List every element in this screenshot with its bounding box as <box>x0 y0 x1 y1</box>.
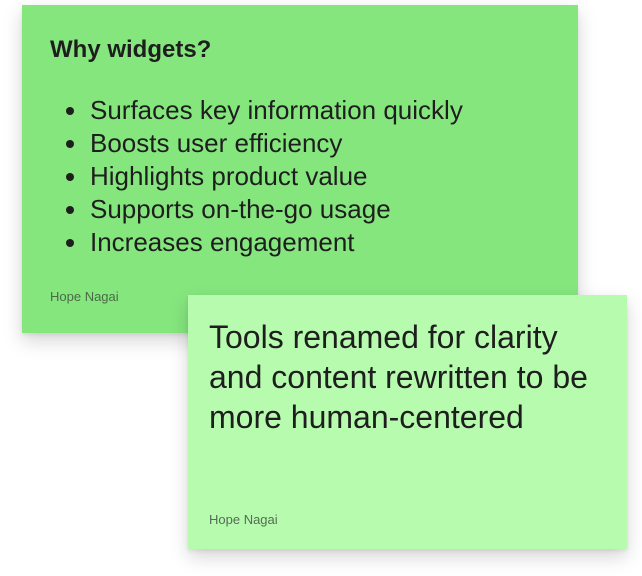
list-item: Boosts user efficiency <box>66 127 550 160</box>
sticky-note-why-widgets[interactable]: Why widgets? Surfaces key information qu… <box>22 5 578 333</box>
list-item: Highlights product value <box>66 160 550 193</box>
sticky-note-title: Why widgets? <box>50 36 212 63</box>
list-item: Supports on-the-go usage <box>66 193 550 226</box>
sticky-note-body: Tools renamed for clarity and content re… <box>209 319 588 435</box>
sticky-note-bullet-list: Surfaces key information quickly Boosts … <box>50 94 550 259</box>
sticky-note-tools-renamed[interactable]: Tools renamed for clarity and content re… <box>188 295 627 549</box>
list-item: Surfaces key information quickly <box>66 94 550 127</box>
sticky-note-author: Hope Nagai <box>209 512 278 527</box>
list-item: Increases engagement <box>66 226 550 259</box>
sticky-note-author: Hope Nagai <box>50 289 119 304</box>
